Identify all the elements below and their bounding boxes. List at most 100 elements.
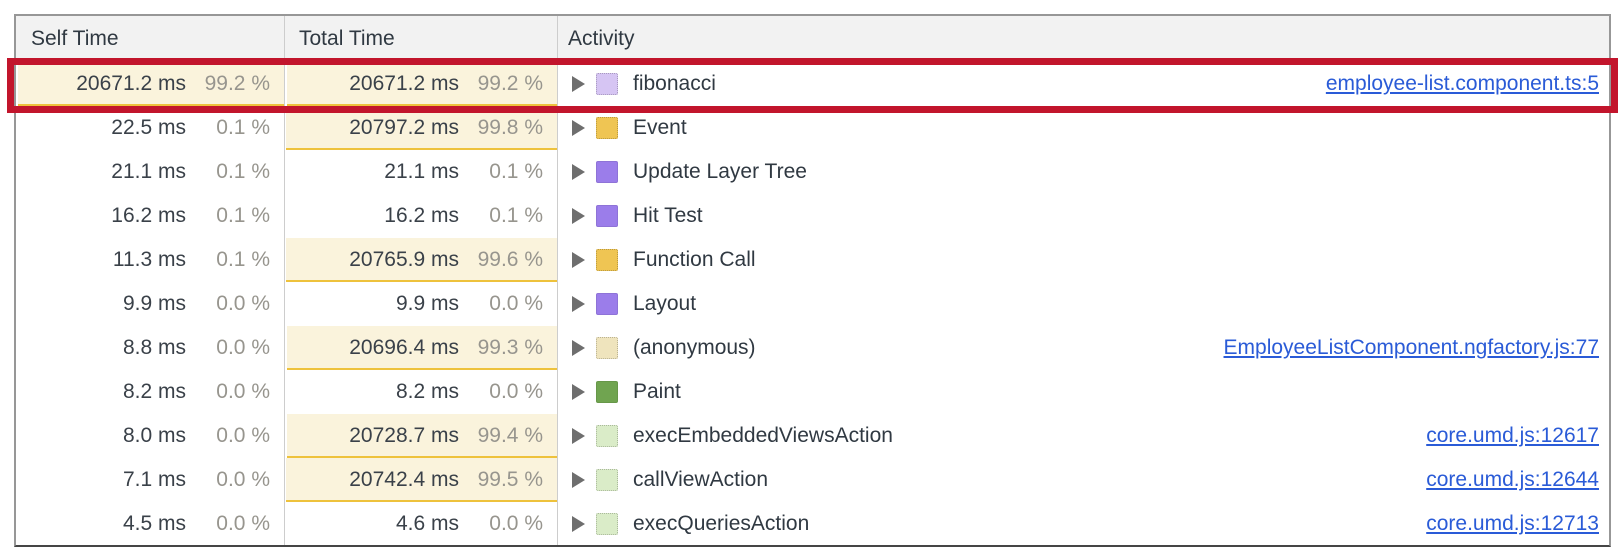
self-time-cell: 11.3 ms 0.1 % bbox=[16, 238, 285, 282]
self-time-value: 20671.2 ms bbox=[76, 72, 186, 95]
category-swatch-icon bbox=[596, 293, 618, 315]
activity-cell: callViewAction core.umd.js:12644 bbox=[558, 458, 1609, 502]
total-time-value: 20728.7 ms bbox=[349, 424, 459, 447]
activity-cell: Layout bbox=[558, 282, 1609, 326]
total-time-cell: 21.1 ms 0.1 % bbox=[285, 150, 558, 194]
total-time-value: 20696.4 ms bbox=[349, 336, 459, 359]
total-time-cell: 4.6 ms 0.0 % bbox=[285, 502, 558, 545]
expand-triangle-icon[interactable] bbox=[572, 164, 585, 180]
self-time-percent: 0.0 % bbox=[216, 468, 270, 491]
total-time-percent: 99.6 % bbox=[477, 248, 543, 271]
column-header-self-time[interactable]: Self Time bbox=[16, 16, 285, 61]
self-time-cell: 9.9 ms 0.0 % bbox=[16, 282, 285, 326]
self-time-value: 11.3 ms bbox=[112, 248, 186, 271]
total-time-heat-bar bbox=[286, 326, 557, 370]
activity-cell: Update Layer Tree bbox=[558, 150, 1609, 194]
self-time-percent: 0.1 % bbox=[216, 116, 270, 139]
category-swatch-icon bbox=[596, 161, 618, 183]
total-time-percent: 0.0 % bbox=[489, 292, 543, 315]
activity-label: execQueriesAction bbox=[633, 512, 810, 535]
expand-triangle-icon[interactable] bbox=[572, 296, 585, 312]
column-header-label: Total Time bbox=[299, 26, 395, 50]
total-time-percent: 99.5 % bbox=[477, 468, 543, 491]
total-time-heat-bar bbox=[287, 62, 557, 106]
table-row[interactable]: 4.5 ms 0.0 % 4.6 ms 0.0 % execQueriesAct… bbox=[16, 502, 1609, 545]
activity-label: execEmbeddedViewsAction bbox=[633, 424, 893, 447]
expand-triangle-icon[interactable] bbox=[572, 120, 585, 136]
self-time-value: 16.2 ms bbox=[111, 204, 186, 227]
total-time-cell: 8.2 ms 0.0 % bbox=[285, 370, 558, 414]
column-header-label: Self Time bbox=[31, 26, 119, 50]
total-time-heat-bar bbox=[286, 458, 557, 502]
total-time-cell: 20696.4 ms 99.3 % bbox=[285, 326, 558, 370]
activity-cell: Paint bbox=[558, 370, 1609, 414]
source-link[interactable]: EmployeeListComponent.ngfactory.js:77 bbox=[1223, 336, 1599, 359]
activity-label: Hit Test bbox=[633, 204, 703, 227]
activity-label: Layout bbox=[633, 292, 697, 315]
source-link[interactable]: employee-list.component.ts:5 bbox=[1325, 72, 1599, 95]
table-row[interactable]: 20671.2 ms 99.2 % 20671.2 ms 99.2 % fibo… bbox=[16, 62, 1609, 106]
table-header-row: Self Time Total Time Activity bbox=[16, 16, 1609, 62]
self-time-cell: 8.8 ms 0.0 % bbox=[16, 326, 285, 370]
source-link[interactable]: core.umd.js:12617 bbox=[1426, 424, 1599, 447]
table-row[interactable]: 7.1 ms 0.0 % 20742.4 ms 99.5 % callViewA… bbox=[16, 458, 1609, 502]
source-link[interactable]: core.umd.js:12713 bbox=[1426, 512, 1599, 535]
expand-triangle-icon[interactable] bbox=[572, 208, 585, 224]
expand-triangle-icon[interactable] bbox=[572, 516, 585, 532]
expand-triangle-icon[interactable] bbox=[572, 76, 585, 92]
expand-triangle-icon[interactable] bbox=[572, 472, 585, 488]
total-time-cell: 20742.4 ms 99.5 % bbox=[285, 458, 558, 502]
self-time-value: 7.1 ms bbox=[122, 468, 186, 491]
total-time-cell: 9.9 ms 0.0 % bbox=[285, 282, 558, 326]
table-row[interactable]: 16.2 ms 0.1 % 16.2 ms 0.1 % Hit Test bbox=[16, 194, 1609, 238]
total-time-percent: 0.0 % bbox=[489, 512, 543, 535]
expand-triangle-icon[interactable] bbox=[572, 252, 585, 268]
category-swatch-icon bbox=[596, 513, 618, 535]
activity-label: callViewAction bbox=[633, 468, 769, 491]
activity-cell: fibonacci employee-list.component.ts:5 bbox=[558, 62, 1609, 106]
column-header-total-time[interactable]: Total Time bbox=[285, 16, 558, 61]
self-time-percent: 0.1 % bbox=[216, 160, 270, 183]
total-time-cell: 20797.2 ms 99.8 % bbox=[285, 106, 558, 150]
self-time-cell: 8.0 ms 0.0 % bbox=[16, 414, 285, 458]
activity-label: Function Call bbox=[633, 248, 756, 271]
self-time-percent: 0.0 % bbox=[216, 336, 270, 359]
table-row[interactable]: 11.3 ms 0.1 % 20765.9 ms 99.6 % Function… bbox=[16, 238, 1609, 282]
total-time-heat-bar bbox=[285, 106, 557, 150]
category-swatch-icon bbox=[596, 117, 618, 139]
column-header-activity[interactable]: Activity bbox=[558, 16, 1609, 61]
table-row[interactable]: 8.8 ms 0.0 % 20696.4 ms 99.3 % (anonymou… bbox=[16, 326, 1609, 370]
activity-cell: Event bbox=[558, 106, 1609, 150]
self-time-cell: 4.5 ms 0.0 % bbox=[16, 502, 285, 545]
total-time-value: 20797.2 ms bbox=[349, 116, 459, 139]
self-time-percent: 0.0 % bbox=[216, 424, 270, 447]
total-time-value: 9.9 ms bbox=[395, 292, 459, 315]
self-time-percent: 0.1 % bbox=[216, 204, 270, 227]
total-time-percent: 99.2 % bbox=[477, 72, 543, 95]
expand-triangle-icon[interactable] bbox=[572, 384, 585, 400]
category-swatch-icon bbox=[596, 205, 618, 227]
self-time-cell: 8.2 ms 0.0 % bbox=[16, 370, 285, 414]
source-link[interactable]: core.umd.js:12644 bbox=[1426, 468, 1599, 491]
table-row[interactable]: 8.0 ms 0.0 % 20728.7 ms 99.4 % execEmbed… bbox=[16, 414, 1609, 458]
category-swatch-icon bbox=[596, 425, 618, 447]
total-time-cell: 16.2 ms 0.1 % bbox=[285, 194, 558, 238]
category-swatch-icon bbox=[596, 73, 618, 95]
total-time-value: 21.1 ms bbox=[384, 160, 459, 183]
table-row[interactable]: 9.9 ms 0.0 % 9.9 ms 0.0 % Layout bbox=[16, 282, 1609, 326]
self-time-value: 9.9 ms bbox=[122, 292, 186, 315]
expand-triangle-icon[interactable] bbox=[572, 340, 585, 356]
table-row[interactable]: 8.2 ms 0.0 % 8.2 ms 0.0 % Paint bbox=[16, 370, 1609, 414]
category-swatch-icon bbox=[596, 469, 618, 491]
total-time-value: 20671.2 ms bbox=[349, 72, 459, 95]
bottom-up-table: Self Time Total Time Activity 20671.2 ms… bbox=[14, 14, 1611, 547]
self-time-cell: 20671.2 ms 99.2 % bbox=[16, 62, 285, 106]
total-time-value: 4.6 ms bbox=[395, 512, 459, 535]
table-row[interactable]: 22.5 ms 0.1 % 20797.2 ms 99.8 % Event bbox=[16, 106, 1609, 150]
self-time-value: 4.5 ms bbox=[122, 512, 186, 535]
table-row[interactable]: 21.1 ms 0.1 % 21.1 ms 0.1 % Update Layer… bbox=[16, 150, 1609, 194]
expand-triangle-icon[interactable] bbox=[572, 428, 585, 444]
self-time-cell: 22.5 ms 0.1 % bbox=[16, 106, 285, 150]
total-time-percent: 99.8 % bbox=[477, 116, 543, 139]
